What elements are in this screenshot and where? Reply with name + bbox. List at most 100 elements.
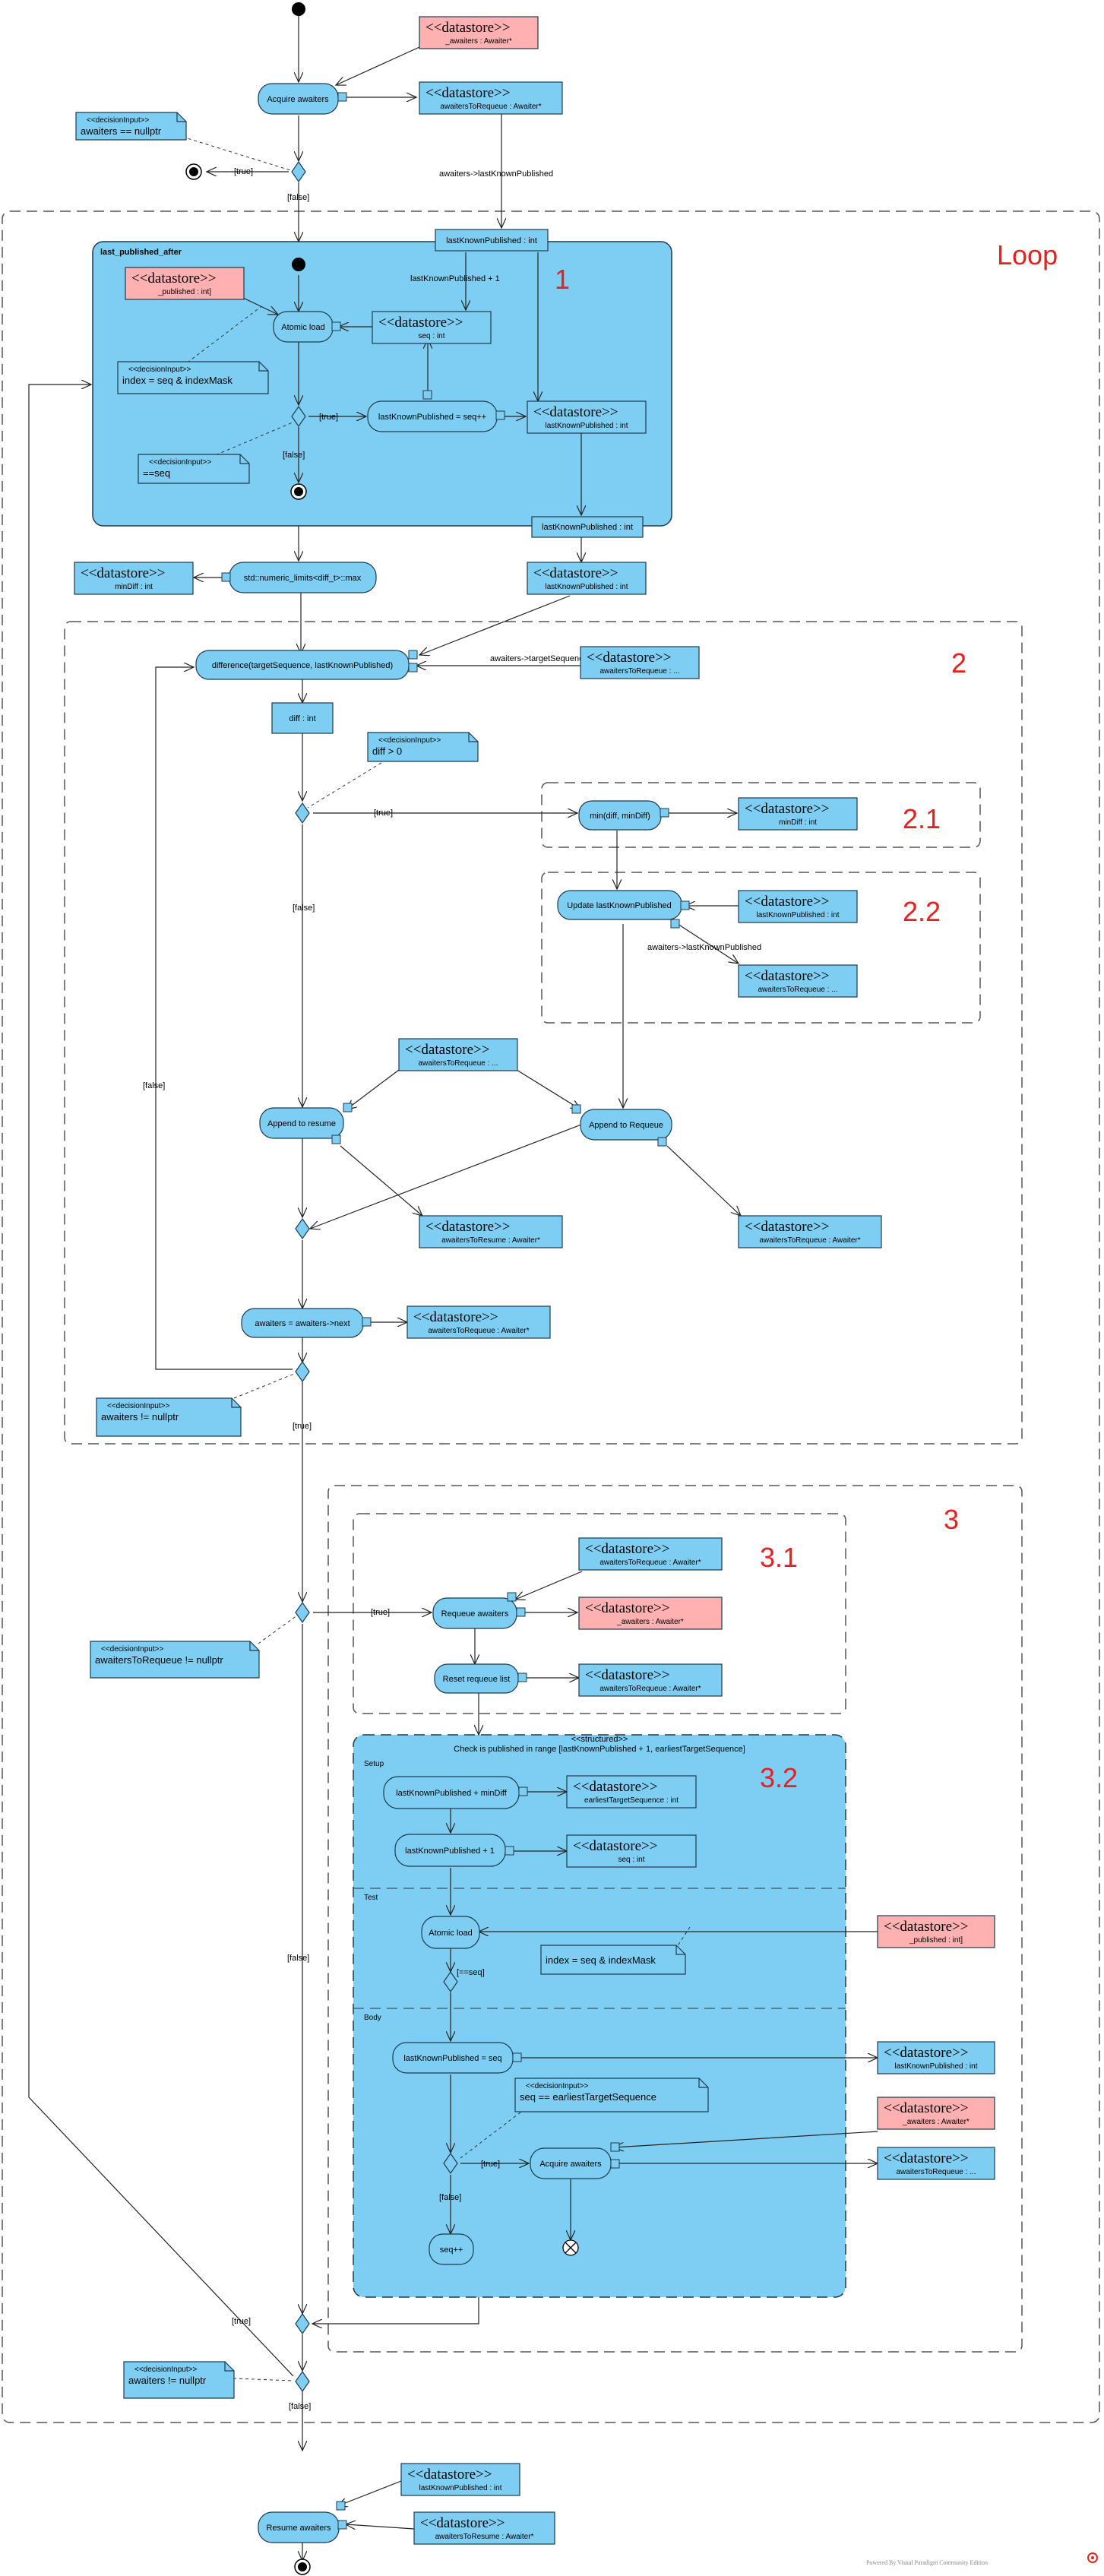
pin-icon bbox=[571, 1104, 581, 1114]
pin-icon bbox=[408, 663, 418, 672]
edge-label-lkp-plus-1: lastKnownPublished + 1 bbox=[410, 274, 500, 283]
diff-int-object: diff : int bbox=[271, 702, 334, 734]
note-n-awaiters-notnull: <<decisionInput>>awaiters != nullptr bbox=[96, 1397, 242, 1437]
initial-node-icon bbox=[292, 2, 305, 16]
datastore-ds-lkp22: <<datastore>>lastKnownPublished : int bbox=[738, 890, 858, 923]
svg-text:awaitersToRequeue : Awaiter*: awaitersToRequeue : Awaiter* bbox=[599, 1559, 701, 1567]
append-to-requeue-action[interactable]: Append to Requeue bbox=[580, 1109, 672, 1141]
edge-label-false: [false] bbox=[287, 1954, 309, 1963]
append-to-resume-action[interactable]: Append to resume bbox=[259, 1107, 344, 1139]
pin-icon bbox=[221, 572, 231, 582]
datastore-ds-31-reset: <<datastore>>awaitersToRequeue : Awaiter… bbox=[578, 1663, 723, 1697]
datastore-ds-published2: <<datastore>>_published : int] bbox=[877, 1915, 995, 1948]
edge-label-false: [false] bbox=[287, 193, 309, 202]
pin-icon bbox=[610, 2142, 620, 2152]
numeric-limits-max-action[interactable]: std::numeric_limits<diff_t>::max bbox=[229, 562, 377, 593]
edge-label-hlkp: awaiters->lastKnownPublished bbox=[439, 169, 553, 179]
acquire-awaiters-action[interactable]: Acquire awaiters bbox=[258, 83, 339, 115]
svg-text:index = seq & indexMask: index = seq & indexMask bbox=[122, 375, 233, 386]
atomic-load-action[interactable]: Atomic load bbox=[273, 311, 334, 343]
svg-text:<<datastore>>: <<datastore>> bbox=[405, 1042, 489, 1058]
seq-increment-action[interactable]: seq++ bbox=[429, 2233, 474, 2265]
svg-text:awaitersToRequeue : Awaiter*: awaitersToRequeue : Awaiter* bbox=[759, 1236, 860, 1245]
datastore-ds-published: <<datastore>>_published : int] bbox=[125, 267, 245, 300]
loop-label: Loop bbox=[997, 239, 1058, 271]
loop-region: Loop bbox=[2, 210, 1100, 2423]
svg-text:seq == earliestTargetSequence: seq == earliestTargetSequence bbox=[520, 2091, 656, 2103]
region-3-1-number: 3.1 bbox=[760, 1542, 798, 1573]
svg-text:<<datastore>>: <<datastore>> bbox=[533, 404, 618, 420]
pin-icon bbox=[680, 900, 690, 910]
svg-text:awaitersToRequeue : ...: awaitersToRequeue : ... bbox=[418, 1059, 498, 1068]
svg-text:awaitersToRequeue : Awaiter*: awaitersToRequeue : Awaiter* bbox=[599, 1685, 701, 1693]
svg-text:lastKnownPublished : int: lastKnownPublished : int bbox=[895, 2062, 978, 2071]
pin-icon bbox=[331, 1135, 341, 1144]
region-3-number: 3 bbox=[944, 1504, 959, 1535]
pin-icon bbox=[507, 1592, 517, 1602]
structured-title: Check is published in range [lastKnownPu… bbox=[454, 1745, 745, 1754]
svg-text:<<datastore>>: <<datastore>> bbox=[884, 1919, 968, 1935]
awaiters-next-action[interactable]: awaiters = awaiters->next bbox=[241, 1308, 364, 1338]
svg-text:Requeue awaiters: Requeue awaiters bbox=[441, 1609, 509, 1619]
datastore-ds-requeue-top: <<datastore>>awaitersToRequeue : Awaiter… bbox=[419, 81, 563, 115]
svg-text:std::numeric_limits<diff_t>::m: std::numeric_limits<diff_t>::max bbox=[244, 574, 362, 583]
svg-text:awaitersToRequeue : ...: awaitersToRequeue : ... bbox=[896, 2168, 976, 2176]
edge-label-true: [true] bbox=[232, 2317, 251, 2326]
edge-label-true: [true] bbox=[371, 1608, 390, 1617]
pin-icon bbox=[657, 1137, 667, 1147]
pin-icon bbox=[331, 321, 341, 331]
reset-requeue-list-action[interactable]: Reset requeue list bbox=[434, 1663, 519, 1694]
datastore-ds-lkp1: <<datastore>>lastKnownPublished : int bbox=[527, 400, 647, 434]
footer-text: Powered By Visual Paradigm Community Edi… bbox=[866, 2559, 988, 2566]
svg-text:lastKnownPublished + minDiff: lastKnownPublished + minDiff bbox=[396, 1789, 508, 1798]
svg-text:Acquire awaiters: Acquire awaiters bbox=[267, 95, 329, 104]
svg-text:<<datastore>>: <<datastore>> bbox=[573, 1838, 657, 1854]
update-lkp-action[interactable]: Update lastKnownPublished bbox=[557, 890, 682, 920]
svg-text:awaitersToResume : Awaiter*: awaitersToResume : Awaiter* bbox=[435, 2533, 534, 2541]
lkp-plus-mindiff-action[interactable]: lastKnownPublished + minDiff bbox=[383, 1776, 520, 1809]
pin-icon bbox=[517, 1673, 527, 1682]
svg-text:Atomic load: Atomic load bbox=[281, 323, 324, 332]
min-diff-action[interactable]: min(diff, minDiff) bbox=[578, 800, 662, 831]
lkp-assign-seq-action[interactable]: lastKnownPublished = seq bbox=[392, 2042, 514, 2074]
decision-node-icon bbox=[295, 1360, 310, 1383]
svg-text:minDiff : int: minDiff : int bbox=[779, 818, 817, 827]
svg-text:<<datastore>>: <<datastore>> bbox=[745, 894, 829, 910]
note-n-requeue-notnull: <<decisionInput>>awaitersToRequeue != nu… bbox=[90, 1641, 260, 1679]
lkp-plus-1-action[interactable]: lastKnownPublished + 1 bbox=[394, 1834, 506, 1867]
svg-text:<<datastore>>: <<datastore>> bbox=[884, 2100, 968, 2116]
difference-action[interactable]: difference(targetSequence, lastKnownPubl… bbox=[195, 650, 410, 680]
vp-logo-icon bbox=[1087, 2552, 1098, 2563]
datastore-ds-31-requeue: <<datastore>>awaitersToRequeue : Awaiter… bbox=[578, 1537, 723, 1571]
datastore-ds-lkp-bottom: <<datastore>>lastKnownPublished : int bbox=[400, 2463, 520, 2496]
final-node-icon bbox=[290, 483, 307, 500]
edge-label-true: [true] bbox=[481, 2160, 500, 2169]
svg-text:awaitersToResume : Awaiter*: awaitersToResume : Awaiter* bbox=[441, 1236, 540, 1245]
svg-text:awaitersToRequeue != nullptr: awaitersToRequeue != nullptr bbox=[95, 1654, 223, 1666]
datastore-ds-lkp2: <<datastore>>lastKnownPublished : int bbox=[527, 562, 647, 595]
acquire-awaiters-2-action[interactable]: Acquire awaiters bbox=[530, 2147, 612, 2179]
svg-text:awaitersToRequeue : ...: awaitersToRequeue : ... bbox=[758, 986, 837, 994]
pin-icon bbox=[518, 1786, 528, 1796]
control-nodes bbox=[185, 2, 579, 2575]
decision-node-icon bbox=[295, 1217, 310, 1240]
svg-text:<<datastore>>: <<datastore>> bbox=[413, 1309, 498, 1325]
edge-labels: [true] [false] awaiters->lastKnownPublis… bbox=[143, 167, 761, 2411]
lkp-object-pin-bottom: lastKnownPublished : int bbox=[531, 516, 644, 538]
atomic-load-2-action[interactable]: Atomic load bbox=[421, 1916, 480, 1949]
datastores: <<datastore>>_awaiters : Awaiter*<<datas… bbox=[74, 16, 995, 2545]
svg-text:lastKnownPublished : int: lastKnownPublished : int bbox=[419, 2484, 502, 2492]
datastore-ds-requeue3: <<datastore>>awaitersToRequeue : ... bbox=[877, 2147, 995, 2180]
svg-text:seq++: seq++ bbox=[440, 2245, 463, 2255]
requeue-awaiters-action[interactable]: Requeue awaiters bbox=[432, 1597, 517, 1629]
lkp-assign-seq-inc-action[interactable]: lastKnownPublished = seq++ bbox=[367, 400, 498, 432]
svg-text:awaitersToRequeue : ...: awaitersToRequeue : ... bbox=[599, 667, 679, 676]
initial-node-icon bbox=[292, 258, 305, 271]
pin-icon bbox=[505, 1846, 514, 1856]
svg-text:lastKnownPublished : int: lastKnownPublished : int bbox=[446, 236, 537, 245]
lkp-object-pin-top: lastKnownPublished : int bbox=[435, 229, 549, 252]
pin-icon bbox=[343, 1103, 353, 1112]
pin-icon bbox=[408, 650, 418, 660]
resume-awaiters-action[interactable]: Resume awaiters bbox=[258, 2511, 340, 2543]
svg-text:<<datastore>>: <<datastore>> bbox=[745, 968, 829, 984]
